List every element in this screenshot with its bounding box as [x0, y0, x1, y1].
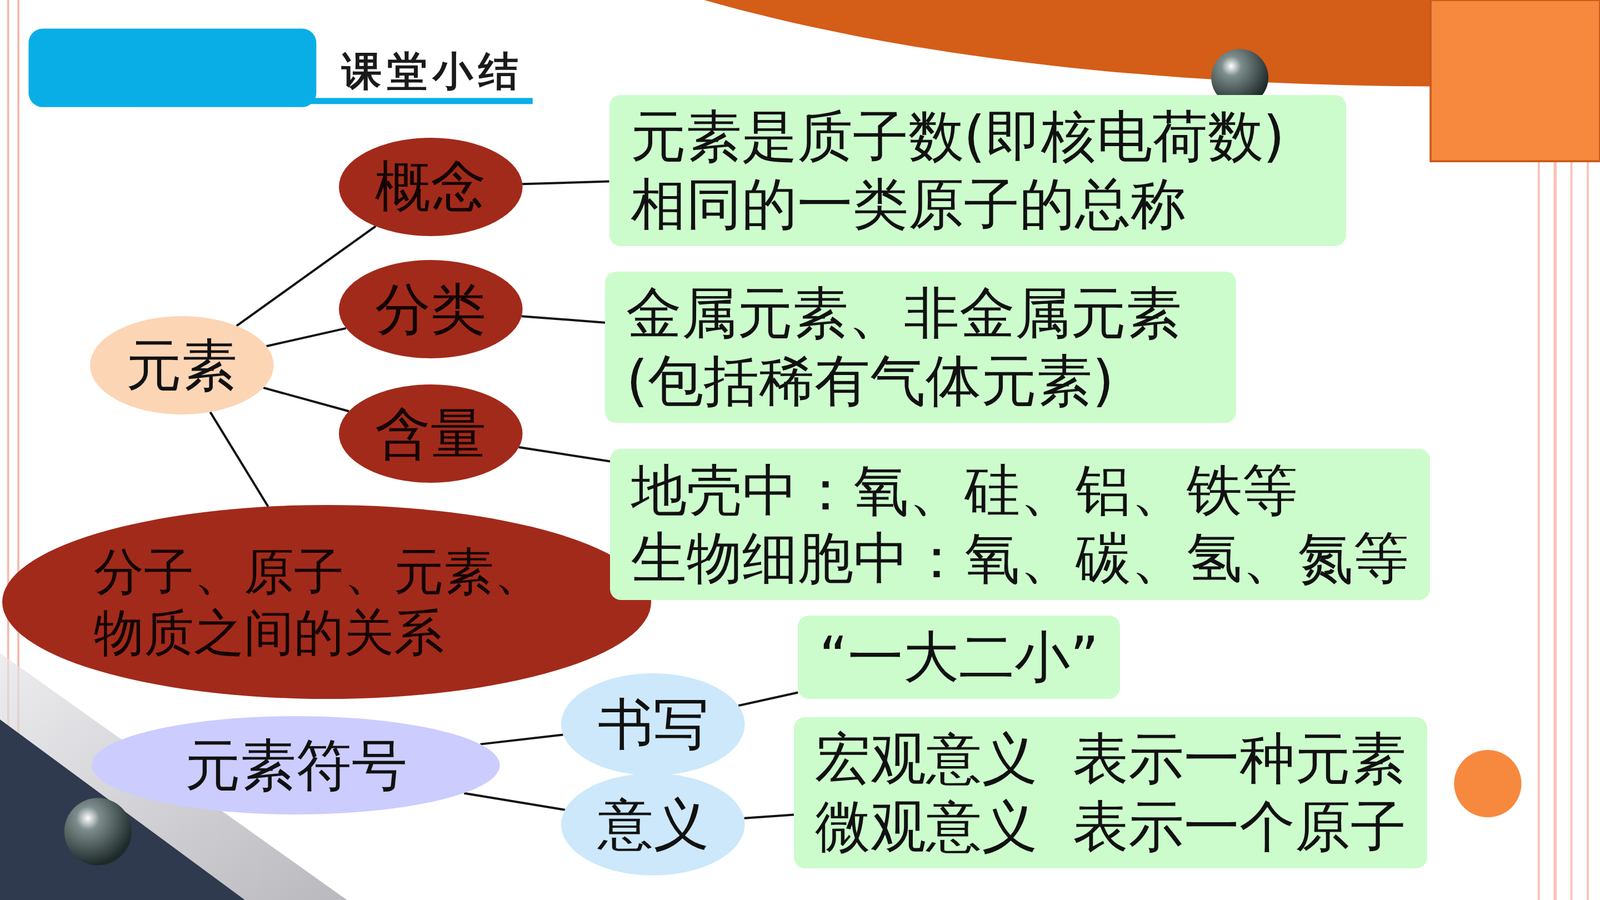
ellipse-fill: [91, 716, 500, 815]
text-holder: 金属元素、非金属元素 (包括稀有气体元素): [626, 279, 1215, 415]
ellipse-fill: [561, 773, 745, 876]
connector-line: [263, 387, 349, 412]
connector-line: [738, 692, 798, 707]
text-holder: “一大二小”: [818, 623, 1099, 692]
slide-title: 课堂小结: [341, 45, 524, 99]
connector-line: [521, 316, 605, 323]
text-holder: 元素是质子数(即核电荷数) 相同的一类原子的总称: [630, 102, 1325, 239]
orange-dot: [1453, 750, 1522, 818]
node-label: 分子、原子、元素、 物质之间的关系: [93, 541, 559, 664]
ellipse-fill: [90, 316, 274, 415]
text-holder: 意义: [597, 790, 709, 859]
branch-ellipse: 分类: [338, 260, 523, 359]
glass-bead: [64, 797, 132, 865]
text-holder: 宏观意义 表示一种元素微观意义 表示一个原子: [815, 725, 1407, 861]
ellipse-fill: [2, 505, 652, 699]
text-holder: 含量: [375, 400, 487, 468]
node-label: 分类: [375, 275, 487, 344]
connector-line: [210, 412, 268, 507]
connector-line: [463, 793, 565, 810]
text-holder: 地壳中：氧、硅、铝、铁等生物细胞中：氧、碳、氢、氮等: [631, 456, 1409, 593]
content-box: 金属元素、非金属元素 (包括稀有气体元素): [605, 271, 1237, 423]
topic-ellipse: 元素符号: [91, 716, 500, 815]
node-label: 元素符号: [185, 731, 408, 800]
content-box: 宏观意义 表示一种元素微观意义 表示一个原子: [793, 717, 1428, 869]
title-underline: [306, 97, 533, 104]
content-text: 宏观意义 表示一种元素: [815, 725, 1407, 793]
content-box: “一大二小”: [797, 615, 1120, 699]
content-text: 微观意义 表示一个原子: [815, 792, 1407, 861]
relation-ellipse: 分子、原子、元素、 物质之间的关系: [2, 505, 652, 699]
connector-line: [266, 328, 346, 347]
title-bar: [28, 28, 317, 107]
content-text: 金属元素、非金属元素 (包括稀有气体元素): [626, 279, 1215, 415]
text-holder: 分子、原子、元素、 物质之间的关系: [93, 541, 559, 664]
node-label: 意义: [597, 790, 709, 859]
node-label: 含量: [375, 400, 487, 468]
ellipse-outline: [2, 505, 652, 699]
branch-ellipse: 含量: [338, 384, 523, 483]
text-holder: 元素符号: [185, 731, 408, 800]
content-text: 元素是质子数(即核电荷数) 相同的一类原子的总称: [630, 102, 1325, 239]
text-holder: 书写: [597, 690, 709, 759]
node-label: 书写: [597, 690, 709, 759]
text-holder: 概念: [375, 152, 487, 221]
content-box: 元素是质子数(即核电荷数) 相同的一类原子的总称: [609, 95, 1347, 247]
text-holder: 分类: [375, 275, 487, 344]
node-label: 元素: [126, 331, 238, 400]
content-text: “一大二小”: [818, 623, 1099, 692]
branch-ellipse: 意义: [561, 773, 745, 876]
text-holder: 元素: [126, 331, 238, 400]
connector-line: [522, 181, 609, 185]
content-text: 地壳中：氧、硅、铝、铁等: [631, 456, 1409, 525]
connector-line: [518, 447, 610, 462]
ellipse-fill: [338, 137, 523, 237]
content-box: 地壳中：氧、硅、铝、铁等生物细胞中：氧、碳、氢、氮等: [610, 448, 1430, 600]
orange-square: [1430, 0, 1600, 162]
content-text: 生物细胞中：氧、碳、氢、氮等: [631, 524, 1409, 593]
branch-ellipse: 概念: [338, 137, 523, 237]
ellipse-fill: [338, 260, 523, 359]
topic-ellipse: 元素: [90, 316, 274, 415]
ellipse-fill: [338, 384, 523, 483]
connector-line: [744, 815, 794, 819]
connector-line: [480, 735, 563, 745]
ellipse-fill: [561, 673, 745, 776]
branch-ellipse: 书写: [561, 673, 745, 776]
node-label: 概念: [375, 152, 487, 221]
